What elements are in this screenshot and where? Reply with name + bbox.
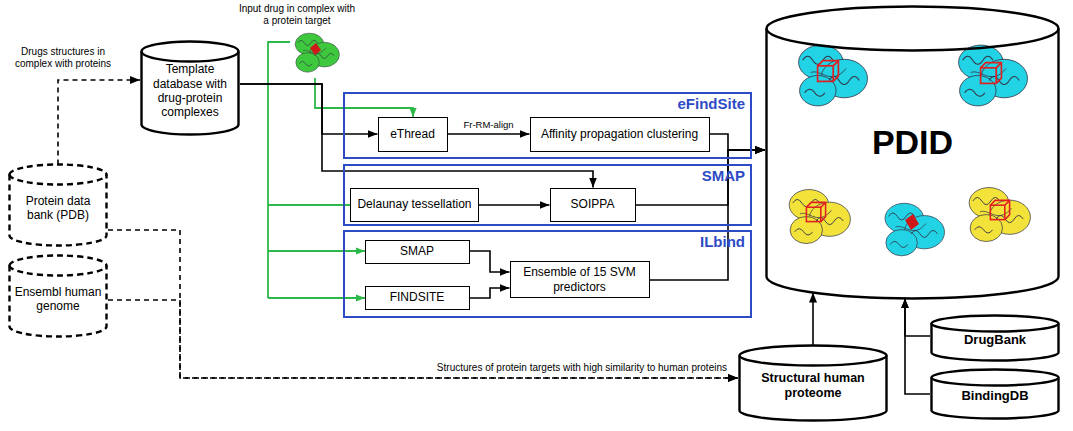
connector-arrow — [470, 251, 510, 272]
cylinder-stroke — [142, 52, 239, 62]
node-label: Ensemble of 15 SVM predictors — [511, 265, 649, 294]
connector-arrow — [905, 298, 930, 336]
connector-arrow — [108, 230, 738, 378]
cylinder-stroke — [740, 356, 887, 366]
connector-arrow — [448, 133, 530, 135]
method-panel: SMAP Delaunay tessellation SOIPPA — [343, 164, 752, 226]
process-box: eThread — [378, 117, 448, 152]
input-drug-protein — [295, 33, 339, 72]
method-panel: eFindSite eThread Affinity propagation clu… — [343, 92, 752, 159]
node-label: SMAP — [400, 244, 434, 258]
connector-arrow — [650, 150, 766, 280]
process-box: FINDSITE — [365, 286, 470, 310]
connector-arrow — [470, 288, 510, 298]
edge-label: Drugs structures in complex with protein… — [6, 46, 120, 70]
cylinder-stroke — [10, 266, 107, 276]
node-label: Protein data bank (PDB) — [13, 194, 103, 223]
cylinder-stroke — [10, 256, 107, 337]
panel-title: eFindSite — [677, 95, 745, 112]
database-cylinder: Ensembl human genome — [8, 254, 108, 338]
node-label: Structural human proteome — [743, 371, 883, 401]
cylinder-stroke — [767, 29, 1059, 51]
database-cylinder: Template database with drug-protein comp… — [140, 40, 240, 136]
node-label: DrugBank — [964, 332, 1026, 348]
cylinder-stroke — [10, 165, 107, 246]
cylinder-stroke — [932, 316, 1059, 361]
process-box: Affinity propagation clustering — [530, 117, 710, 152]
database-cylinder: Structural human proteome — [738, 344, 888, 422]
database-cylinder: BindingDB — [930, 368, 1060, 420]
connector-arrow — [108, 300, 738, 378]
process-box: SMAP — [365, 240, 470, 264]
method-panel: ILbindSMAP FINDSITE Ensemble of 15 SVM pre… — [343, 230, 752, 318]
cylinder-stroke — [932, 324, 1059, 332]
cylinder-stroke — [932, 370, 1059, 419]
process-box: Ensemble of 15 SVM predictors — [510, 261, 650, 298]
database-cylinder: Protein data bank (PDB) — [8, 163, 108, 247]
cylinder-stroke — [10, 175, 107, 185]
connector-arrow — [710, 134, 766, 150]
drug-molecule — [905, 214, 919, 230]
connector-arrow — [58, 80, 140, 165]
cylinder-stroke — [932, 378, 1059, 386]
process-box: Delaunay tessellation — [350, 188, 479, 222]
panel-title: SMAP — [702, 167, 745, 184]
node-label: eThread — [390, 127, 435, 141]
node-label: Ensembl human genome — [13, 285, 103, 314]
process-box: SOIPPA — [550, 188, 636, 222]
edge-label: Structures of protein targets with high … — [380, 362, 728, 374]
connector-arrow — [479, 204, 550, 206]
panel-title: ILbind — [700, 233, 745, 250]
edge-label: Fr-RM-align — [462, 119, 514, 130]
note-label: Input drug in complex with a protein tar… — [236, 3, 358, 27]
node-label: PDID — [765, 123, 1060, 162]
node-label: BindingDB — [961, 388, 1028, 404]
node-label: Affinity propagation clustering — [541, 127, 698, 141]
node-label: SOIPPA — [571, 197, 615, 211]
cylinder-stroke — [740, 346, 887, 421]
database-cylinder: DrugBank — [930, 314, 1060, 362]
connector-arrow — [905, 298, 930, 394]
database-cylinder: PDID — [765, 5, 1060, 300]
cylinder-stroke — [142, 42, 239, 135]
connector-arrow — [812, 293, 814, 346]
node-label: Template database with drug-protein comp… — [145, 62, 235, 120]
node-label: Delaunay tessellation — [357, 197, 471, 211]
node-label: FINDSITE — [390, 290, 445, 304]
